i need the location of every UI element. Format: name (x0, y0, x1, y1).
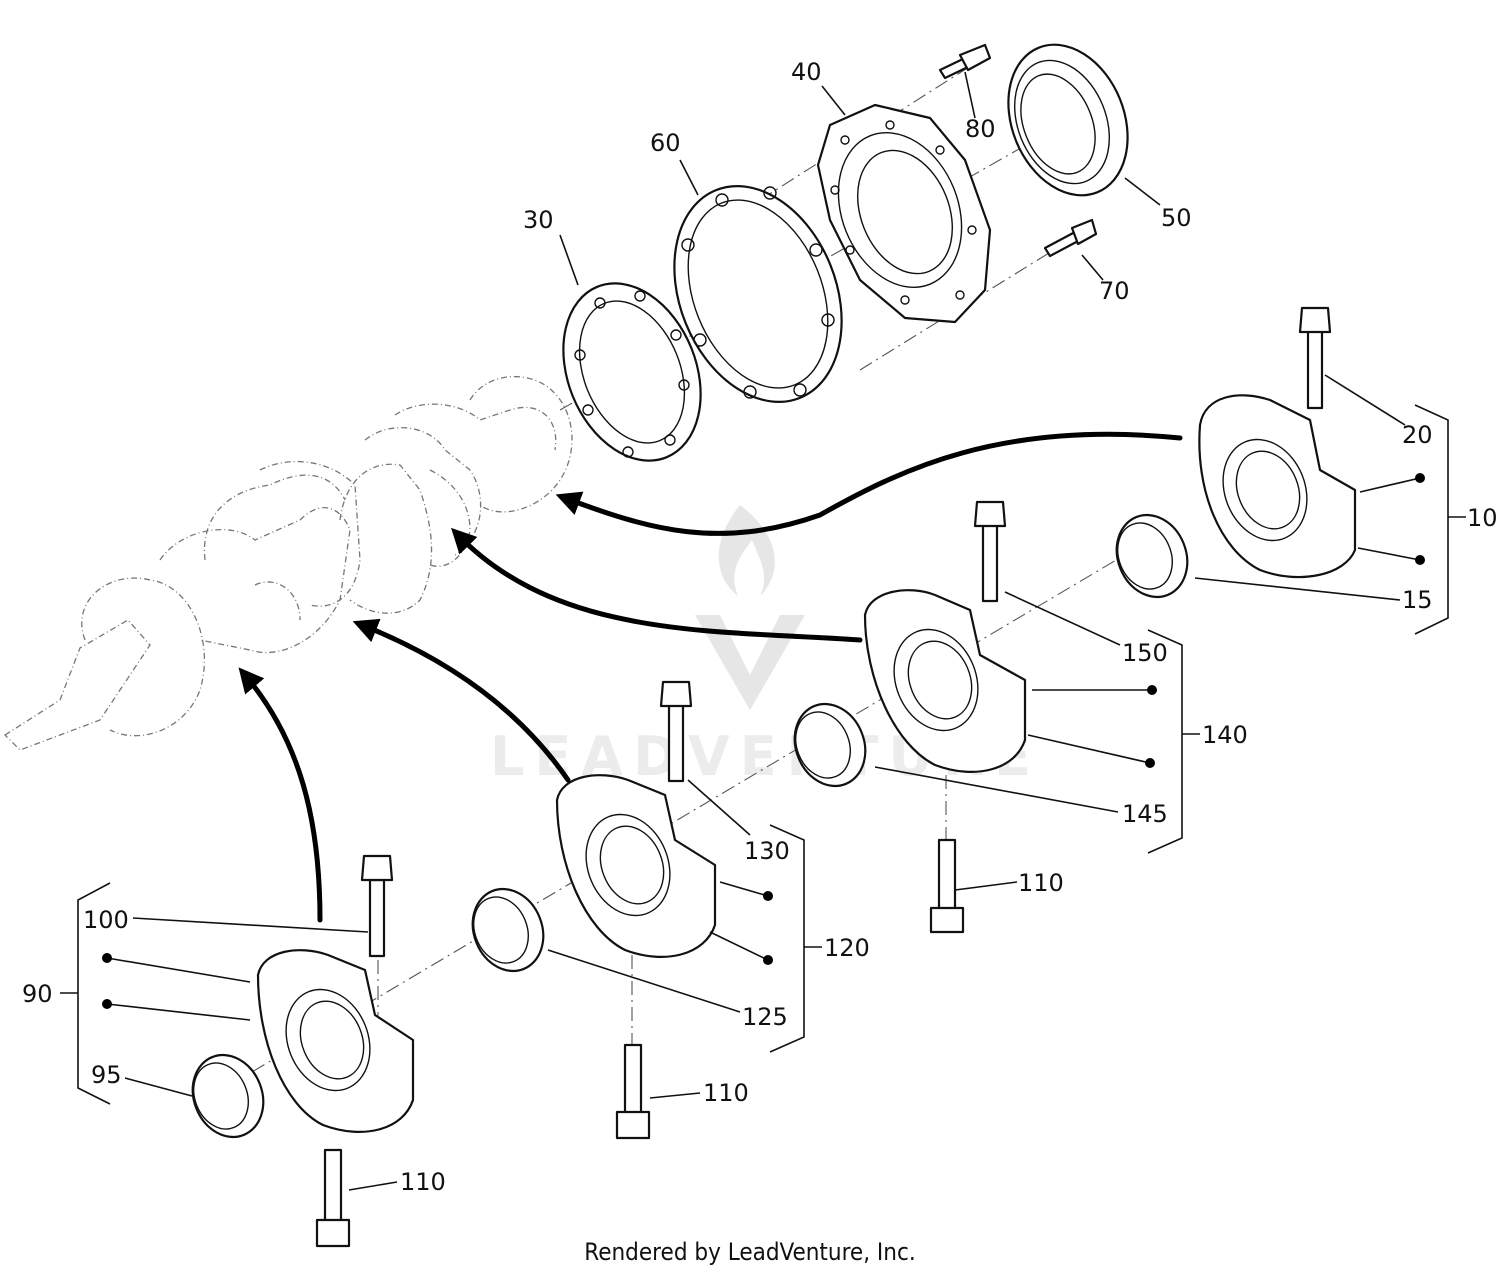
part-30-plate (562, 282, 702, 462)
part-40-seal-housing (816, 103, 992, 324)
part-130-bolt (659, 680, 693, 783)
label-20: 20 (1402, 421, 1433, 449)
part-90-bearing-holder (256, 949, 415, 1133)
label-90: 90 (22, 980, 53, 1008)
part-80-bolt (938, 43, 992, 80)
label-110-b: 110 (703, 1079, 749, 1107)
label-150: 150 (1122, 639, 1168, 667)
rendered-by-credit: Rendered by LeadVenture, Inc. (584, 1238, 916, 1266)
part-100-bolt (360, 854, 394, 958)
label-145: 145 (1122, 800, 1168, 828)
label-15: 15 (1402, 586, 1433, 614)
part-120-bearing-holder (555, 774, 717, 958)
assembly-arrows (238, 431, 1183, 923)
part-labels: 10 15 20 30 40 50 60 70 80 90 95 100 110… (22, 58, 1498, 1196)
label-140: 140 (1202, 721, 1248, 749)
part-110-bolt-b (615, 1043, 651, 1140)
label-60: 60 (650, 129, 681, 157)
part-60-gasket (673, 185, 843, 403)
part-10-bearing-holder (1198, 394, 1357, 579)
part-145-bearing-shell (793, 702, 867, 788)
part-15-bearing-shell (1115, 513, 1189, 599)
label-110-a: 110 (400, 1168, 446, 1196)
label-40: 40 (791, 58, 822, 86)
part-70-bolt (1043, 218, 1098, 258)
label-120: 120 (824, 934, 870, 962)
label-80: 80 (965, 115, 996, 143)
leader-lines (60, 71, 1466, 1191)
label-125: 125 (742, 1003, 788, 1031)
label-130: 130 (744, 837, 790, 865)
part-50-oil-seal (1007, 43, 1129, 197)
group-brackets (77, 404, 1449, 1105)
part-110-bolt-c (929, 838, 965, 934)
part-110-bolt-a (315, 1148, 351, 1248)
part-20-bolt (1298, 306, 1332, 410)
label-95: 95 (91, 1061, 122, 1089)
part-95-bearing-shell (191, 1053, 265, 1139)
label-70: 70 (1099, 277, 1130, 305)
label-100: 100 (83, 906, 129, 934)
label-110-c: 110 (1018, 869, 1064, 897)
label-30: 30 (523, 206, 554, 234)
label-50: 50 (1161, 204, 1192, 232)
label-10: 10 (1467, 504, 1498, 532)
part-125-bearing-shell (471, 887, 545, 973)
bullet-dots (102, 473, 1425, 1009)
part-150-bolt (973, 500, 1007, 603)
part-140-bearing-holder (863, 589, 1027, 773)
crankshaft-ghost (3, 375, 573, 751)
